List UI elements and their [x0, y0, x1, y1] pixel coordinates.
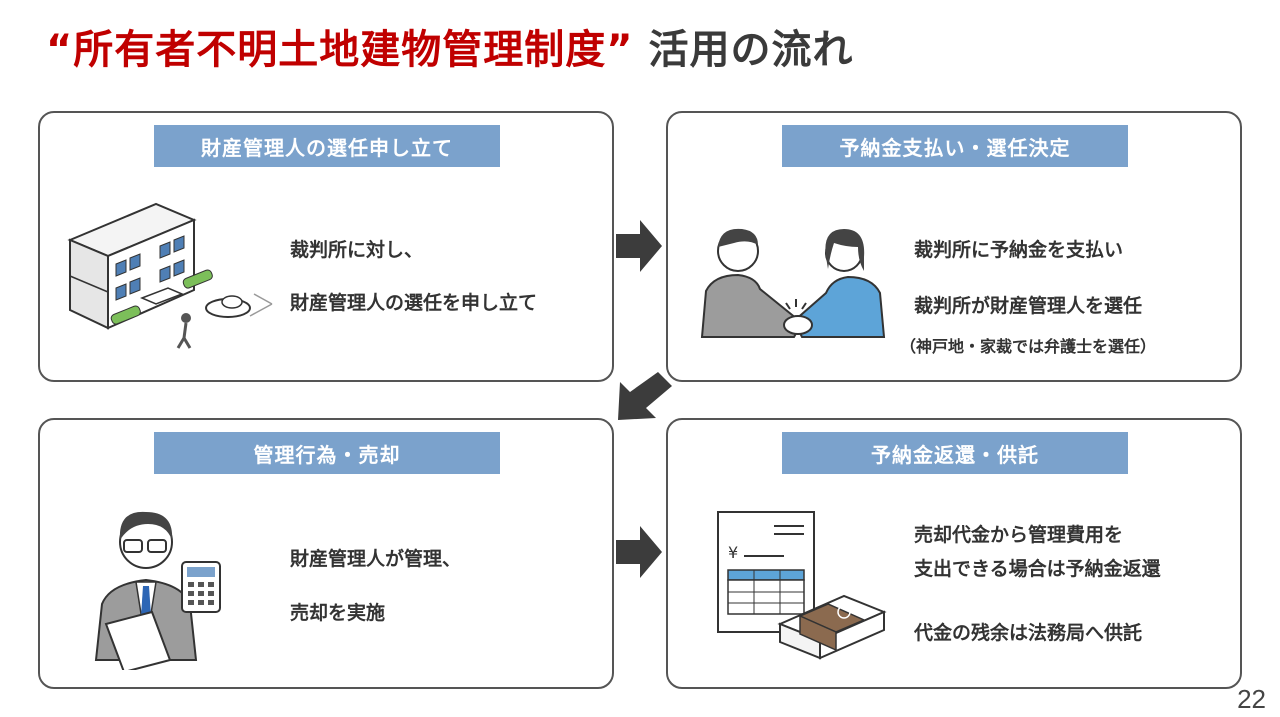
- step-text-line: 財産管理人の選任を申し立て: [290, 292, 538, 314]
- page-title-quoted: “所有者不明土地建物管理制度”: [46, 27, 634, 73]
- step-header: 予納金支払い・選任決定: [782, 125, 1128, 167]
- step-box-management: 管理行為・売却 財産管理人が管理、 売却を実施: [38, 418, 614, 689]
- step-note: （神戸地・家裁では弁護士を選任）: [900, 337, 1157, 356]
- step-header: 財産管理人の選任申し立て: [154, 125, 500, 167]
- handshake-illustration: [700, 228, 886, 338]
- step-text-line: 売却代金から管理費用を: [914, 524, 1124, 546]
- page-number: 22: [1237, 684, 1266, 714]
- step-text-line: 財産管理人が管理、: [290, 548, 462, 570]
- step-text-line: 裁判所に予納金を支払い: [914, 239, 1124, 261]
- page-title-rest: 活用の流れ: [633, 27, 854, 73]
- step-text-line: 売却を実施: [290, 602, 386, 624]
- arrow-right-icon: [616, 526, 662, 578]
- arrow-right-icon: [616, 220, 662, 272]
- building-illustration: [67, 202, 273, 349]
- step-box-payment: 予納金支払い・選任決定 裁判所に予納金を支払い 裁判所が財産管理人を選任 （神戸…: [666, 111, 1242, 382]
- arrow-down-left-icon: [618, 372, 672, 420]
- step-text-line: 代金の残余は法務局へ供託: [914, 622, 1143, 644]
- step-header: 管理行為・売却: [154, 432, 500, 474]
- receipt-money-illustration: ¥: [717, 511, 887, 660]
- businessman-calculator-illustration: [94, 511, 221, 670]
- step-text-line: 裁判所が財産管理人を選任: [914, 295, 1143, 317]
- page-title: “所有者不明土地建物管理制度” 活用の流れ: [46, 20, 854, 80]
- step-box-application: 財産管理人の選任申し立て 裁判所に対し、: [38, 111, 614, 382]
- step-box-refund: 予納金返還・供託 ¥ 売却代金から管理費用を 支出できる場合は予納金返還 代金の…: [666, 418, 1242, 689]
- step-text-line: 裁判所に対し、: [290, 239, 424, 261]
- step-header: 予納金返還・供託: [782, 432, 1128, 474]
- yen-symbol: ¥: [728, 543, 738, 562]
- step-text-line: 支出できる場合は予納金返還: [914, 558, 1161, 580]
